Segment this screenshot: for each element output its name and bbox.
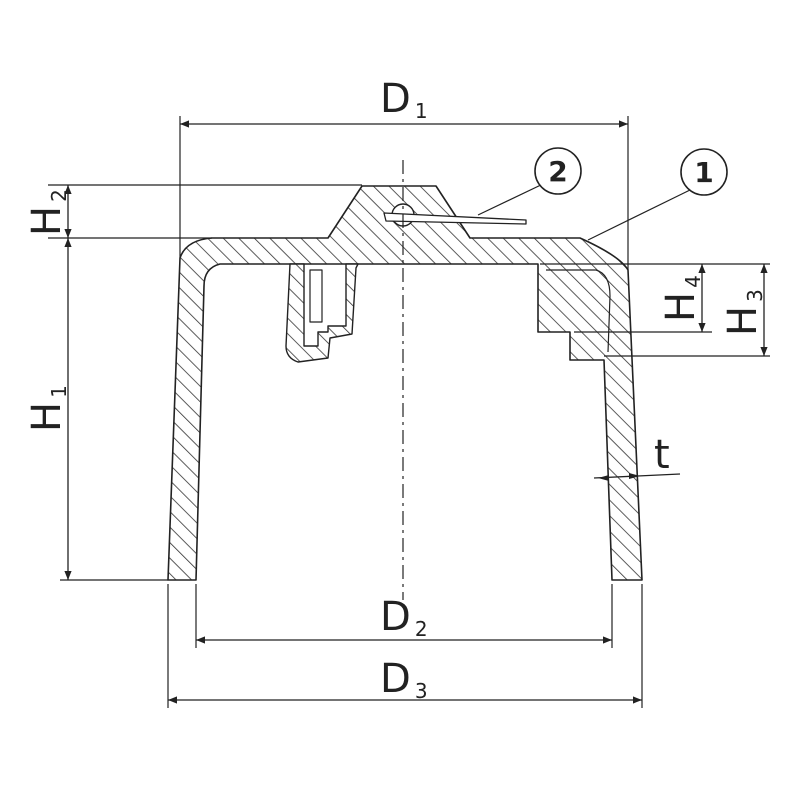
latch-slot (309, 269, 323, 323)
lug-inner-outline (546, 269, 611, 353)
h4-label: H4 (658, 275, 705, 322)
cap-section (167, 185, 643, 581)
callout-part2: 2 (534, 147, 582, 195)
h1-label: H1 (24, 385, 71, 432)
latch-clip (285, 263, 359, 363)
t-arrow-right (629, 473, 640, 479)
t-label: t (654, 432, 670, 478)
callout-part1: 1 (680, 148, 728, 196)
leader-part2 (477, 182, 546, 216)
cap-body (167, 185, 643, 581)
h3-label: H3 (720, 289, 767, 336)
callout-leaders (477, 182, 691, 241)
vent-pin (383, 212, 527, 225)
leader-part1 (587, 189, 691, 241)
h2-label: H2 (24, 189, 71, 236)
callout-part2-label: 2 (548, 155, 567, 188)
t-arrow-left (598, 475, 609, 481)
dimension-lines (64, 120, 768, 704)
callout-part1-label: 1 (694, 156, 713, 189)
